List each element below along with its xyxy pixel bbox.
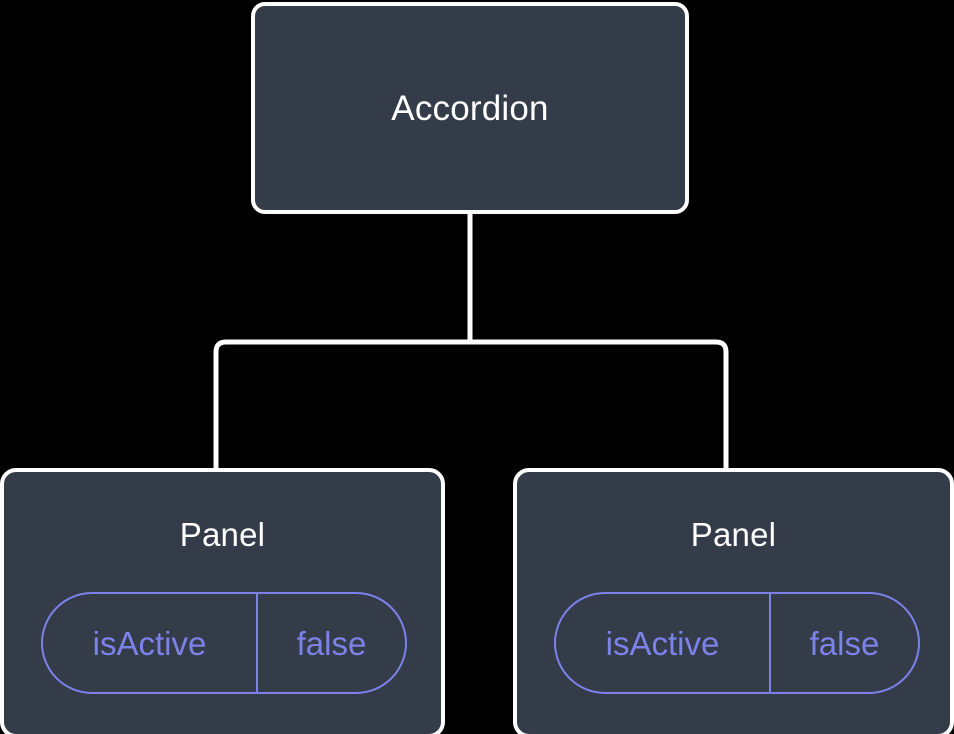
edge-to-panel-0 xyxy=(213,339,470,472)
prop-divider xyxy=(256,594,258,692)
edge-to-panel-1 xyxy=(470,339,729,472)
node-title-accordion: Accordion xyxy=(391,88,549,128)
component-node-accordion[interactable]: Accordion xyxy=(251,2,689,214)
prop-value-label: false xyxy=(809,624,880,662)
component-node-panel-1[interactable]: Panel isActive false xyxy=(513,468,954,734)
component-node-panel-0[interactable]: Panel isActive false xyxy=(0,468,445,734)
prop-value-label: false xyxy=(296,624,367,662)
node-title-panel: Panel xyxy=(690,516,777,553)
prop-key-label: isActive xyxy=(92,624,207,662)
node-title-panel: Panel xyxy=(179,516,266,553)
prop-pill-isactive[interactable]: isActive false xyxy=(554,592,920,694)
prop-pill-isactive[interactable]: isActive false xyxy=(41,592,407,694)
prop-key-label: isActive xyxy=(605,624,720,662)
prop-divider xyxy=(769,594,771,692)
